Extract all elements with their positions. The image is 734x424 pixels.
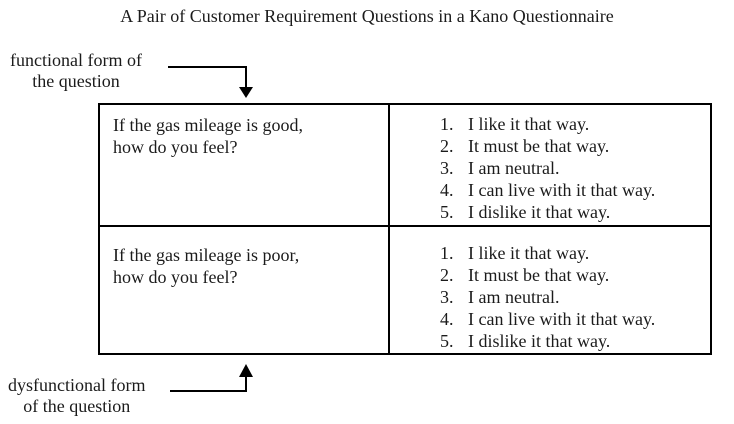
- functional-question-line2: how do you feel?: [113, 137, 238, 157]
- option-item: 3. I am neutral.: [440, 157, 706, 179]
- option-text: I dislike it that way.: [468, 202, 611, 222]
- option-text: I like it that way.: [468, 114, 590, 134]
- option-number: 4.: [440, 180, 454, 200]
- functional-form-label-line2: the question: [32, 71, 120, 91]
- option-item: 2. It must be that way.: [440, 264, 706, 286]
- option-text: I like it that way.: [468, 243, 590, 263]
- option-item: 5. I dislike it that way.: [440, 330, 706, 352]
- option-text: It must be that way.: [468, 136, 610, 156]
- option-number: 3.: [440, 158, 454, 178]
- dysfunctional-question-line2: how do you feel?: [113, 267, 238, 287]
- dysfunctional-form-label-line1: dysfunctional form: [8, 375, 146, 395]
- option-text: I dislike it that way.: [468, 331, 611, 351]
- dysfunctional-question-line1: If the gas mileage is poor,: [113, 245, 300, 265]
- dysfunctional-arrowhead-up-icon: [239, 364, 253, 377]
- option-text: I can live with it that way.: [468, 309, 656, 329]
- dysfunctional-options-cell: 1. I like it that way. 2. It must be that …: [390, 227, 710, 353]
- option-item: 1. I like it that way.: [440, 242, 706, 264]
- option-item: 4. I can live with it that way.: [440, 308, 706, 330]
- option-item: 1. I like it that way.: [440, 113, 706, 135]
- option-item: 5. I dislike it that way.: [440, 201, 706, 223]
- functional-arrowhead-down-icon: [239, 87, 253, 98]
- option-item: 4. I can live with it that way.: [440, 179, 706, 201]
- option-text: It must be that way.: [468, 265, 610, 285]
- option-number: 1.: [440, 243, 454, 263]
- functional-question-cell: If the gas mileage is good, how do you f…: [100, 105, 390, 227]
- functional-question-line1: If the gas mileage is good,: [113, 115, 303, 135]
- option-number: 3.: [440, 287, 454, 307]
- option-number: 2.: [440, 265, 454, 285]
- functional-form-label-line1: functional form of: [10, 50, 142, 70]
- option-number: 4.: [440, 309, 454, 329]
- option-item: 3. I am neutral.: [440, 286, 706, 308]
- functional-arrow-line: [168, 66, 247, 88]
- dysfunctional-form-label: dysfunctional form of the question: [8, 375, 145, 417]
- functional-options-cell: 1. I like it that way. 2. It must be that …: [390, 105, 710, 227]
- option-text: I am neutral.: [468, 158, 560, 178]
- option-text: I am neutral.: [468, 287, 560, 307]
- option-number: 1.: [440, 114, 454, 134]
- figure-title: A Pair of Customer Requirement Questions…: [120, 6, 614, 26]
- option-number: 5.: [440, 202, 454, 222]
- option-number: 2.: [440, 136, 454, 156]
- option-text: I can live with it that way.: [468, 180, 656, 200]
- dysfunctional-arrow-line: [170, 376, 247, 392]
- functional-form-label: functional form of the question: [10, 50, 142, 92]
- option-number: 5.: [440, 331, 454, 351]
- questionnaire-table: If the gas mileage is good, how do you f…: [98, 103, 712, 355]
- dysfunctional-form-label-line2: of the question: [23, 396, 131, 416]
- dysfunctional-question-cell: If the gas mileage is poor, how do you f…: [100, 227, 390, 353]
- option-item: 2. It must be that way.: [440, 135, 706, 157]
